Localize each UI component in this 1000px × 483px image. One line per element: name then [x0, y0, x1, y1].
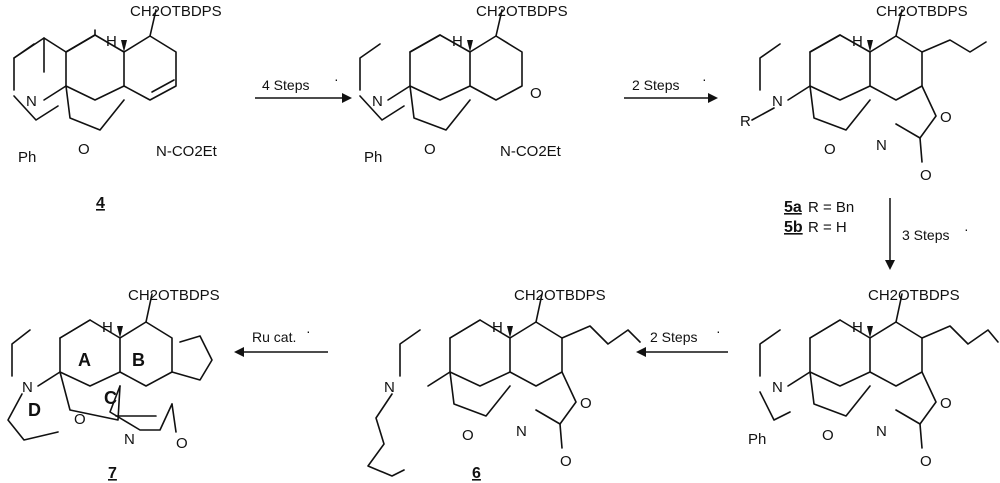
compound-7-ring-a: A	[78, 350, 91, 370]
compound-4-ch2otbdps: CH2OTBDPS	[130, 3, 222, 20]
homoallyl-ph: Ph	[748, 431, 766, 448]
compound-4-ph: Ph	[18, 149, 36, 166]
compound-5-o1: O	[824, 141, 836, 158]
intermediate-ph: Ph	[364, 149, 382, 166]
compound-5-r: R	[740, 113, 751, 130]
arrow-5-asterisk: ·	[306, 323, 311, 339]
intermediate-n2: N-CO2Et	[500, 143, 562, 160]
compound-7-ring-b: B	[132, 350, 145, 370]
intermediate-ch2otbdps: CH2OTBDPS	[476, 3, 568, 20]
intermediate-h: H	[452, 33, 463, 50]
compound-4-label: 4	[96, 195, 105, 212]
compound-6-ch2otbdps: CH2OTBDPS	[514, 287, 606, 304]
compound-5-o-ring: O	[940, 109, 952, 126]
arrow-4-label: 2 Steps	[650, 329, 697, 345]
homoallyl-h: H	[852, 319, 863, 336]
intermediate-homoallyl: CH2OTBDPS H N O O N O Ph	[748, 287, 999, 470]
compound-5-o-carbonyl: O	[920, 167, 932, 184]
compound-6-o-carbonyl: O	[560, 453, 572, 470]
compound-5-n2: N	[876, 137, 887, 154]
intermediate-n1: N	[372, 93, 383, 110]
compound-4-o1: O	[78, 141, 90, 158]
compound-7-n2: N	[124, 431, 135, 448]
intermediate-o2: O	[530, 85, 542, 102]
compound-5-h: H	[852, 33, 863, 50]
arrow-3-asterisk: ·	[964, 221, 969, 237]
compound-7: CH2OTBDPS H N A B C D O N O 7	[7, 287, 220, 482]
compound-7-ring-c: C	[104, 388, 117, 408]
compound-6-h: H	[492, 319, 503, 336]
arrow-3-label: 3 Steps	[902, 227, 949, 243]
compound-5b-desc: R = H	[808, 219, 847, 236]
intermediate-ketone: CH2OTBDPS H N O O N-CO2Et Ph	[359, 3, 568, 166]
homoallyl-o1: O	[822, 427, 834, 444]
compound-5a-desc: R = Bn	[808, 199, 854, 216]
compound-7-n1: N	[22, 379, 33, 396]
homoallyl-ch2otbdps: CH2OTBDPS	[868, 287, 960, 304]
arrow-5[interactable]: Ru cat.	[234, 329, 328, 357]
homoallyl-n2: N	[876, 423, 887, 440]
compound-7-ch2otbdps: CH2OTBDPS	[128, 287, 220, 304]
homoallyl-n1: N	[772, 379, 783, 396]
compound-6: CH2OTBDPS H N O O N O 6	[367, 287, 641, 482]
compound-6-o-ring: O	[580, 395, 592, 412]
compound-7-o1: O	[74, 411, 86, 428]
arrow-1-asterisk: ·	[334, 71, 339, 87]
compound-4-n1: N	[26, 93, 37, 110]
compound-7-o-carbonyl: O	[176, 435, 188, 452]
arrow-2-label: 2 Steps	[632, 77, 679, 93]
homoallyl-o-ring: O	[940, 395, 952, 412]
compound-6-o1: O	[462, 427, 474, 444]
compound-7-label: 7	[108, 465, 117, 482]
compound-5b-label: 5b	[784, 219, 803, 236]
compound-7-ring-d: D	[28, 400, 41, 420]
compound-4-h: H	[106, 33, 117, 50]
compound-4-n2: N-CO2Et	[156, 143, 218, 160]
arrow-3[interactable]: 3 Steps	[885, 198, 949, 270]
compound-6-n1: N	[384, 379, 395, 396]
compound-4: CH2OTBDPS H N O N-CO2Et Ph 4	[13, 3, 222, 212]
compound-6-n2: N	[516, 423, 527, 440]
homoallyl-o-carbonyl: O	[920, 453, 932, 470]
arrow-1-label: 4 Steps	[262, 77, 309, 93]
compound-5-n1: N	[772, 93, 783, 110]
compound-6-label: 6	[472, 465, 481, 482]
arrow-4-asterisk: ·	[716, 323, 721, 339]
arrow-4[interactable]: 2 Steps	[636, 329, 728, 357]
arrow-2[interactable]: 2 Steps	[624, 77, 718, 103]
compound-5-ch2otbdps: CH2OTBDPS	[876, 3, 968, 20]
arrow-1[interactable]: 4 Steps	[255, 77, 352, 103]
arrow-2-asterisk: ·	[702, 71, 707, 87]
intermediate-o1: O	[424, 141, 436, 158]
compound-5: CH2OTBDPS H R N O O N O 5a R = Bn 5b R =…	[740, 3, 987, 236]
arrow-5-label: Ru cat.	[252, 329, 296, 345]
compound-5a-label: 5a	[784, 199, 802, 216]
compound-7-h: H	[102, 319, 113, 336]
